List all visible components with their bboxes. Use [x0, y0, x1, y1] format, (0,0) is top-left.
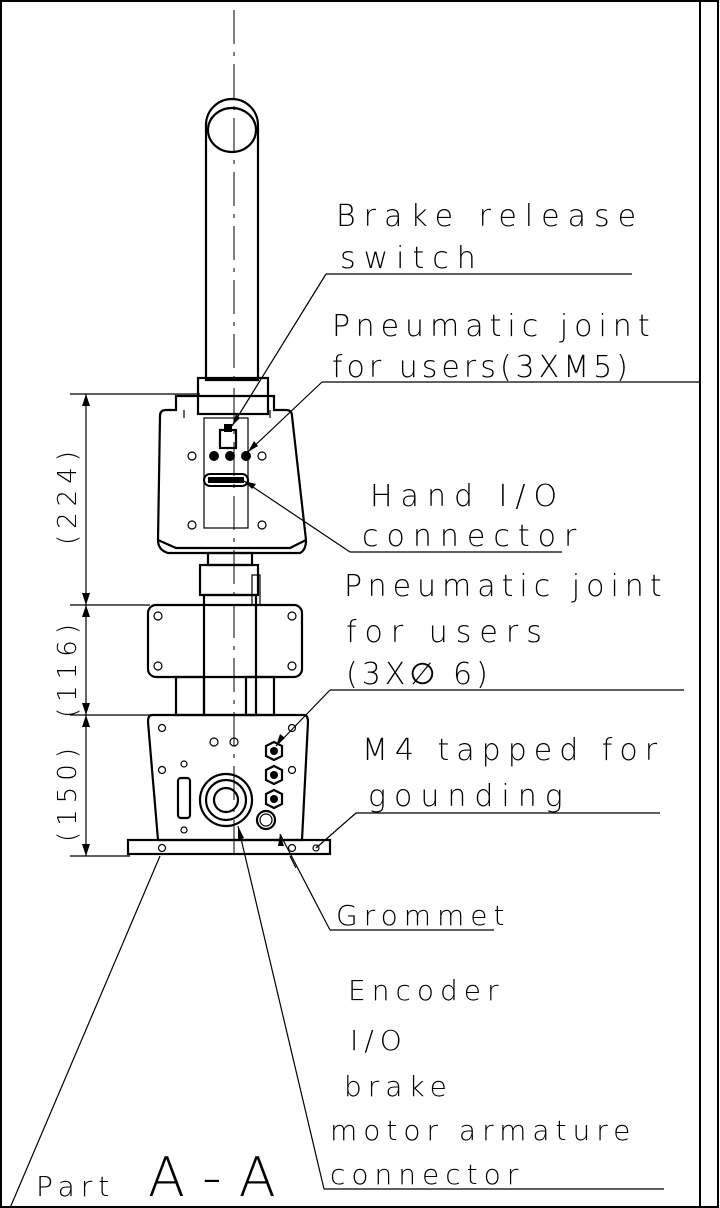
- upper-shaft: [204, 97, 260, 382]
- label-part: Part: [36, 1170, 115, 1203]
- label-brake-release-1: Brake release: [336, 199, 644, 234]
- dim-150-label: (150): [53, 742, 83, 842]
- label-brake-release-2: switch: [340, 241, 484, 276]
- mid-shaft: [198, 551, 261, 717]
- label-pneumatic-phi6-2: for users: [346, 615, 550, 650]
- dim-116-label: (116): [53, 618, 83, 718]
- pneumatic-joint-phi6: [264, 740, 284, 810]
- label-encoder-4: motor armature: [330, 1114, 636, 1147]
- label-encoder-3: brake: [344, 1070, 453, 1103]
- label-grommet: Grommet: [336, 899, 510, 932]
- label-pneumatic-phi6-3: (3X∅ 6): [346, 657, 492, 692]
- label-pneumatic-m5-2: for users(3XM5): [332, 350, 632, 385]
- brake-release-switch: [218, 424, 238, 450]
- label-hand-io-2: connector: [362, 519, 584, 554]
- label-encoder-5: connector: [330, 1158, 524, 1191]
- label-m4-tapped-2: gounding: [368, 779, 571, 814]
- encoder-connector: [198, 772, 254, 828]
- pneumatic-joint-m5: [187, 451, 267, 530]
- label-m4-tapped-1: M4 tapped for: [362, 733, 664, 768]
- label-pneumatic-phi6-1: Pneumatic joint: [344, 569, 668, 604]
- middle-housing: [146, 603, 304, 717]
- hand-io-connector: [203, 473, 249, 487]
- leader-lines: [231, 273, 700, 1190]
- label-section-name: A - A: [148, 1146, 276, 1208]
- dimension-lines: [70, 393, 200, 857]
- label-encoder-2: I/O: [350, 1024, 408, 1057]
- base-housing: [126, 713, 332, 856]
- label-encoder-1: Encoder: [348, 974, 504, 1007]
- dim-224-label: (224): [53, 445, 83, 545]
- label-hand-io-1: Hand I/O: [370, 479, 565, 514]
- section-sight-lines: [9, 855, 297, 1208]
- grommet: [255, 809, 277, 831]
- label-pneumatic-m5-1: Pneumatic joint: [332, 309, 656, 344]
